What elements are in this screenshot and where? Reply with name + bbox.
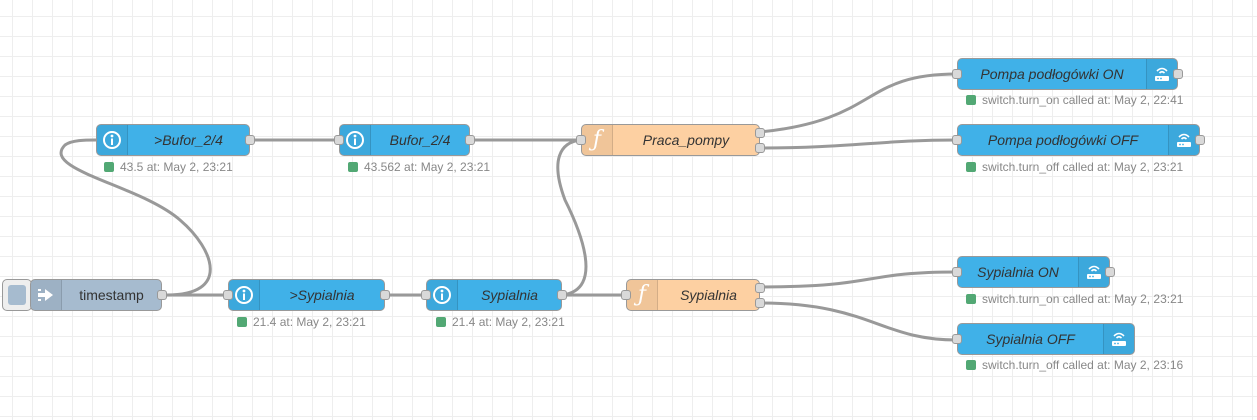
input-port[interactable]	[223, 290, 233, 300]
input-port[interactable]	[952, 69, 962, 79]
inject-button[interactable]	[2, 279, 32, 311]
output-port[interactable]	[380, 290, 390, 300]
output-port[interactable]	[557, 290, 567, 300]
status-badge: 43.562 at: May 2, 23:21	[348, 160, 490, 174]
status-badge: 43.5 at: May 2, 23:21	[104, 160, 233, 174]
status-dot	[104, 162, 114, 172]
wire-sypialnia-fn-to-syp-off[interactable]	[759, 301, 958, 342]
output-port[interactable]	[465, 135, 475, 145]
status-text: switch.turn_off called at: May 2, 23:21	[982, 160, 1184, 174]
info-icon	[427, 280, 458, 310]
status-badge: switch.turn_off called at: May 2, 23:21	[966, 160, 1183, 174]
output-port-2[interactable]	[755, 298, 765, 308]
function-icon: ƒ	[627, 280, 658, 310]
input-port[interactable]	[952, 334, 962, 344]
status-dot	[966, 162, 976, 172]
node-label: Bufor_2/4	[389, 132, 451, 148]
node-sypialnia-on[interactable]: Sypialnia ON	[952, 256, 1115, 288]
status-text: 21.4 at: May 2, 23:21	[253, 315, 366, 329]
output-port[interactable]	[245, 135, 255, 145]
output-port[interactable]	[1195, 135, 1205, 145]
node-sypialnia[interactable]: Sypialnia	[421, 279, 567, 311]
output-port-1[interactable]	[755, 128, 765, 138]
node-sypialnia-off[interactable]: Sypialnia OFF	[952, 323, 1135, 355]
status-dot	[966, 95, 976, 105]
inject-button-face	[8, 285, 26, 305]
output-port[interactable]	[1105, 267, 1115, 277]
status-dot	[966, 360, 976, 370]
node-label: Pompa podłogówki ON	[980, 66, 1124, 82]
node-sypialnia-in[interactable]: >Sypialnia	[223, 279, 390, 311]
input-port[interactable]	[576, 135, 586, 145]
function-icon: ƒ	[582, 125, 613, 155]
node-pompa-off[interactable]: Pompa podłogówki OFF	[952, 124, 1205, 156]
status-text: 43.5 at: May 2, 23:21	[120, 160, 233, 174]
status-dot	[348, 162, 358, 172]
node-timestamp[interactable]: timestamp	[30, 279, 167, 311]
input-port[interactable]	[334, 135, 344, 145]
status-badge: 21.4 at: May 2, 23:21	[436, 315, 565, 329]
output-port-2[interactable]	[755, 143, 765, 153]
node-label: Sypialnia ON	[977, 264, 1059, 280]
node-praca-pompy[interactable]: ƒ Praca_pompy	[576, 124, 765, 156]
inject-icon	[31, 280, 62, 310]
node-label: Pompa podłogówki OFF	[987, 132, 1139, 148]
input-port[interactable]	[621, 290, 631, 300]
node-label: Sypialnia	[481, 287, 538, 303]
status-text: 43.562 at: May 2, 23:21	[364, 160, 491, 174]
output-port[interactable]	[1173, 69, 1183, 79]
info-icon	[340, 125, 371, 155]
input-port[interactable]	[952, 267, 962, 277]
info-icon	[229, 280, 260, 310]
node-label: >Bufor_2/4	[154, 132, 223, 148]
status-dot	[436, 317, 446, 327]
status-text: switch.turn_off called at: May 2, 23:16	[982, 358, 1184, 372]
router-icon	[1146, 59, 1177, 89]
output-port-1[interactable]	[755, 283, 765, 293]
wire-timestamp-to-bufor-in[interactable]	[59, 138, 212, 297]
node-sypialnia-function[interactable]: ƒ Sypialnia	[621, 279, 765, 311]
node-label: Sypialnia OFF	[986, 331, 1075, 347]
router-icon	[1078, 257, 1109, 287]
wire-sypialnia-fn-to-syp-on[interactable]	[759, 270, 958, 289]
info-icon	[97, 125, 128, 155]
status-text: 21.4 at: May 2, 23:21	[452, 315, 565, 329]
node-label: timestamp	[79, 287, 144, 303]
status-badge: 21.4 at: May 2, 23:21	[237, 315, 366, 329]
wire-praca-to-pompa-off[interactable]	[759, 138, 958, 150]
input-port[interactable]	[421, 290, 431, 300]
node-bufor[interactable]: Bufor_2/4	[334, 124, 475, 156]
status-dot	[237, 317, 247, 327]
node-label: Sypialnia	[680, 287, 737, 303]
wire-praca-to-pompa-on[interactable]	[759, 72, 958, 134]
output-port[interactable]	[157, 290, 167, 300]
status-text: switch.turn_on called at: May 2, 22:41	[982, 93, 1184, 107]
node-label: Praca_pompy	[642, 132, 730, 148]
router-icon	[1103, 324, 1134, 354]
status-badge: switch.turn_off called at: May 2, 23:16	[966, 358, 1183, 372]
wire-sypialnia-to-praca[interactable]	[556, 138, 588, 297]
status-badge: switch.turn_on called at: May 2, 22:41	[966, 93, 1183, 107]
status-dot	[966, 294, 976, 304]
status-text: switch.turn_on called at: May 2, 23:21	[982, 292, 1184, 306]
status-badge: switch.turn_on called at: May 2, 23:21	[966, 292, 1183, 306]
node-label: >Sypialnia	[289, 287, 355, 303]
input-port[interactable]	[952, 135, 962, 145]
node-bufor-in[interactable]: >Bufor_2/4	[96, 124, 255, 156]
router-icon	[1168, 125, 1199, 155]
node-pompa-on[interactable]: Pompa podłogówki ON	[952, 58, 1183, 90]
